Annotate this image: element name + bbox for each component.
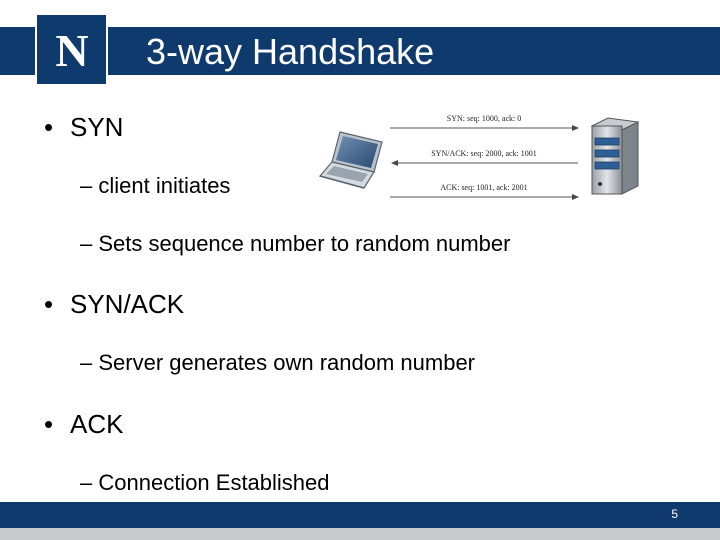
sub-bullet: – Sets sequence number to random number [80, 231, 510, 257]
dash: – [80, 173, 99, 198]
handshake-diagram: SYN: seq: 1000, ack: 0 SYN/ACK: seq: 200… [318, 108, 648, 208]
syn-message-label: SYN: seq: 1000, ack: 0 [446, 114, 522, 123]
footer-strip [0, 528, 720, 540]
dash: – [80, 470, 99, 495]
sub-bullet: – Connection Established [80, 470, 330, 496]
bullet-syn: • SYN [44, 112, 123, 142]
bullet-label: ACK [70, 409, 124, 439]
bullet-syn-ack: • SYN/ACK [44, 289, 184, 319]
bullet-label: SYN [70, 112, 124, 142]
server-icon [590, 117, 640, 195]
page-number: 5 [671, 507, 678, 521]
syn-ack-message-label: SYN/ACK: seq: 2000, ack: 1001 [431, 149, 537, 158]
footer-bar [0, 502, 720, 528]
sub-bullet: – client initiates [80, 173, 230, 199]
svg-text:N: N [55, 28, 88, 72]
bullet-dot: • [44, 289, 54, 319]
slide-title: 3-way Handshake [146, 31, 435, 72]
message-arrows [390, 125, 579, 200]
bullet-dot: • [44, 409, 54, 439]
university-logo: N [35, 13, 108, 86]
sub-bullet-text: Connection Established [98, 470, 330, 495]
bullet-ack: • ACK [44, 409, 123, 439]
laptop-icon [318, 131, 383, 189]
sub-bullet-text: Sets sequence number to random number [98, 231, 511, 256]
sub-bullet: – Server generates own random number [80, 350, 475, 376]
dash: – [80, 350, 99, 375]
ack-message-label: ACK: seq: 1001, ack: 2001 [440, 183, 528, 192]
title-bar [0, 27, 720, 75]
sub-bullet-text: Server generates own random number [98, 350, 476, 375]
logo-n-icon: N [55, 28, 88, 72]
bullet-dot: • [44, 112, 54, 142]
bullet-label: SYN/ACK [70, 289, 185, 319]
dash: – [80, 231, 99, 256]
sub-bullet-text: client initiates [98, 173, 231, 198]
